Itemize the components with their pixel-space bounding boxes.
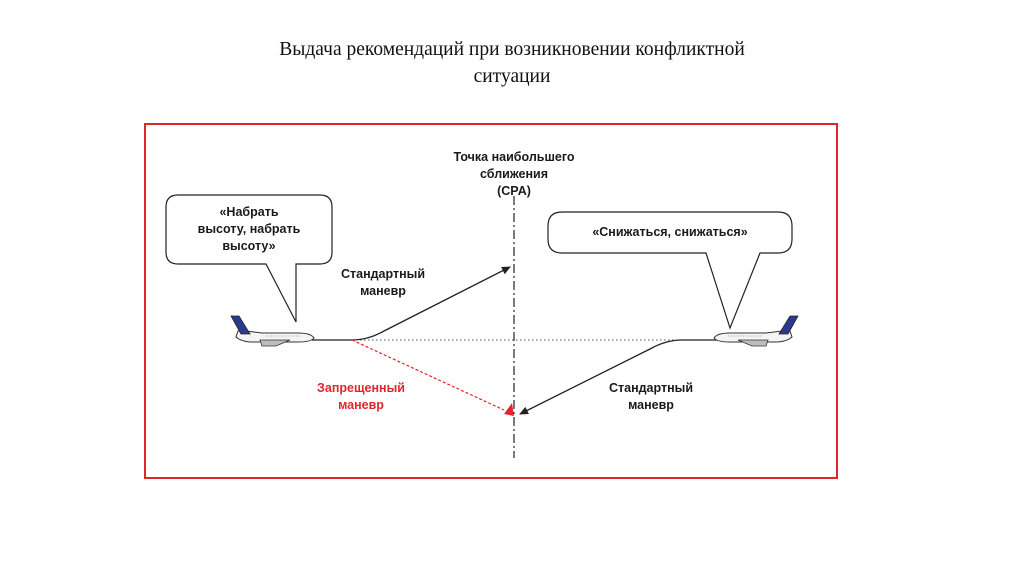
standard-maneuver-right-label: Стандартный маневр (596, 380, 706, 414)
standard-right-line-1: Стандартный (608, 381, 694, 395)
bubble-right-text: «Снижаться, снижаться» (548, 224, 792, 241)
standard-maneuver-left-label: Стандартный маневр (328, 266, 438, 300)
cpa-label: Точка наибольшего сближения (CPA) (424, 149, 604, 200)
bubble-left-text: «Набрать высоту, набрать высоту» (166, 204, 332, 255)
standard-right-line-2: маневр (628, 398, 674, 412)
slide-title-line-2: ситуации (473, 66, 551, 87)
bubble-left-line-2: высоту, набрать (197, 222, 301, 236)
cpa-label-line-1: Точка наибольшего (453, 150, 575, 164)
aircraft-right-icon (713, 315, 799, 347)
bubble-left-line-3: высоту» (222, 239, 276, 253)
speech-bubble-right (547, 211, 793, 330)
forbidden-line-2: маневр (338, 398, 384, 412)
forbidden-path (351, 339, 505, 411)
slide-title: Выдача рекомендаций при возникновении ко… (150, 36, 874, 90)
cpa-label-line-2: сближения (480, 167, 548, 181)
bubble-left-line-1: «Набрать (219, 205, 279, 219)
slide-title-line-1: Выдача рекомендаций при возникновении ко… (279, 39, 745, 60)
forbidden-line-1: Запрещенный (317, 381, 405, 395)
standard-left-line-1: Стандартный (340, 267, 426, 281)
bubble-right-line-1: «Снижаться, снижаться» (592, 225, 748, 239)
speech-bubble-left (165, 194, 333, 323)
right-standard-path (519, 339, 720, 415)
diagram-frame (144, 123, 838, 479)
forbidden-arrowhead (504, 403, 514, 416)
forbidden-maneuver-label: Запрещенный маневр (306, 380, 416, 414)
cpa-label-line-3: (CPA) (497, 184, 531, 198)
standard-left-line-2: маневр (360, 284, 406, 298)
aircraft-left-icon (230, 315, 315, 347)
